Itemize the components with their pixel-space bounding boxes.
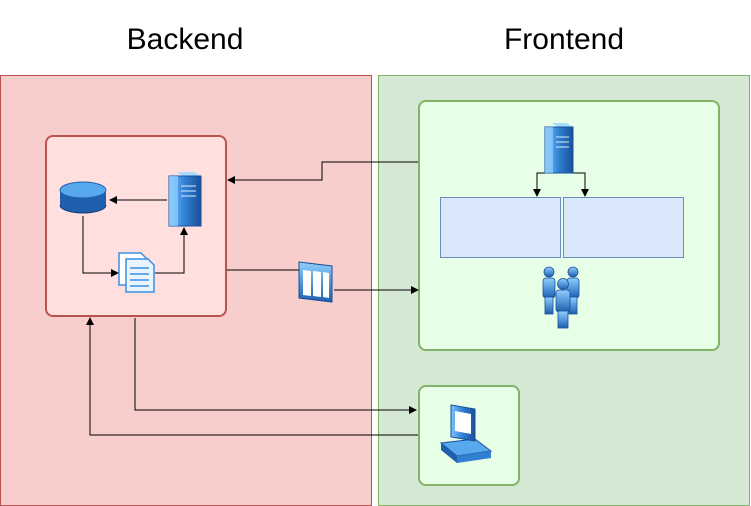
document-icon — [118, 252, 155, 293]
arrow-document-to-server — [155, 227, 188, 274]
arrow-client-to-backend — [86, 317, 418, 436]
server-icon — [168, 172, 202, 227]
server-icon — [544, 123, 574, 174]
frontend-panel-right — [563, 197, 684, 258]
arrow-server-to-panel-right — [573, 172, 589, 197]
workstation-icon — [439, 404, 493, 463]
database-icon — [59, 181, 107, 214]
arrow-server-to-panel-left — [533, 172, 547, 197]
arrow-backend-to-client — [134, 318, 417, 414]
arrow-database-to-document — [82, 216, 119, 277]
users-icon — [542, 266, 580, 329]
table-icon — [298, 261, 333, 303]
frontend-title: Frontend — [503, 23, 625, 56]
arrow-frontend-to-backend — [227, 161, 418, 184]
backend-title: Backend — [126, 23, 244, 56]
frontend-panel-left — [440, 197, 561, 258]
